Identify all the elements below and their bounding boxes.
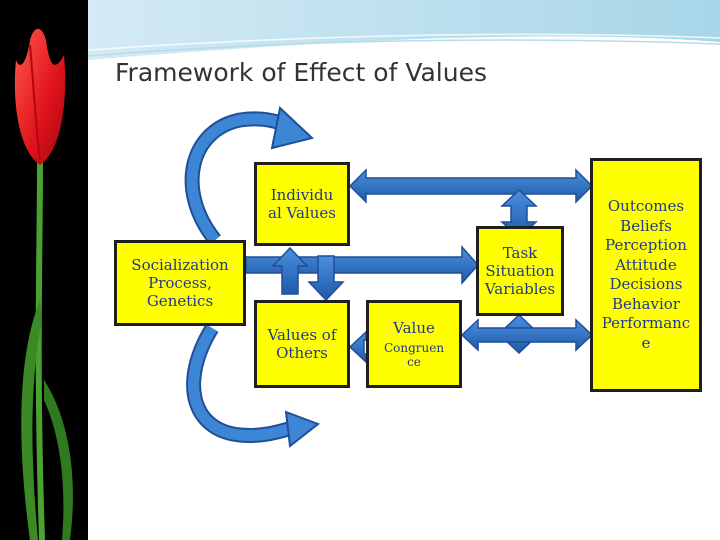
task-situation-label: Task Situation Variables xyxy=(485,244,555,298)
outcomes-label: Outcomes Beliefs Perception Attitude Dec… xyxy=(602,197,690,353)
double-arrow-others-congruence xyxy=(350,332,366,362)
values-of-others-box: Values of Others xyxy=(254,300,350,388)
individual-values-box: Individu al Values xyxy=(254,162,350,246)
outcomes-box: Outcomes Beliefs Perception Attitude Dec… xyxy=(590,158,702,392)
value-congruence-box: Value Congruen ce xyxy=(366,300,462,388)
value-congruence-sublabel: Congruen ce xyxy=(384,341,444,370)
task-situation-box: Task Situation Variables xyxy=(476,226,564,316)
individual-values-label: Individu al Values xyxy=(268,186,336,222)
value-congruence-label: Value xyxy=(393,319,435,337)
double-arrow-top-horizontal xyxy=(350,170,592,202)
values-of-others-label: Values of Others xyxy=(268,326,337,362)
socialization-label: Socialization Process, Genetics xyxy=(131,256,228,310)
socialization-box: Socialization Process, Genetics xyxy=(114,240,246,326)
